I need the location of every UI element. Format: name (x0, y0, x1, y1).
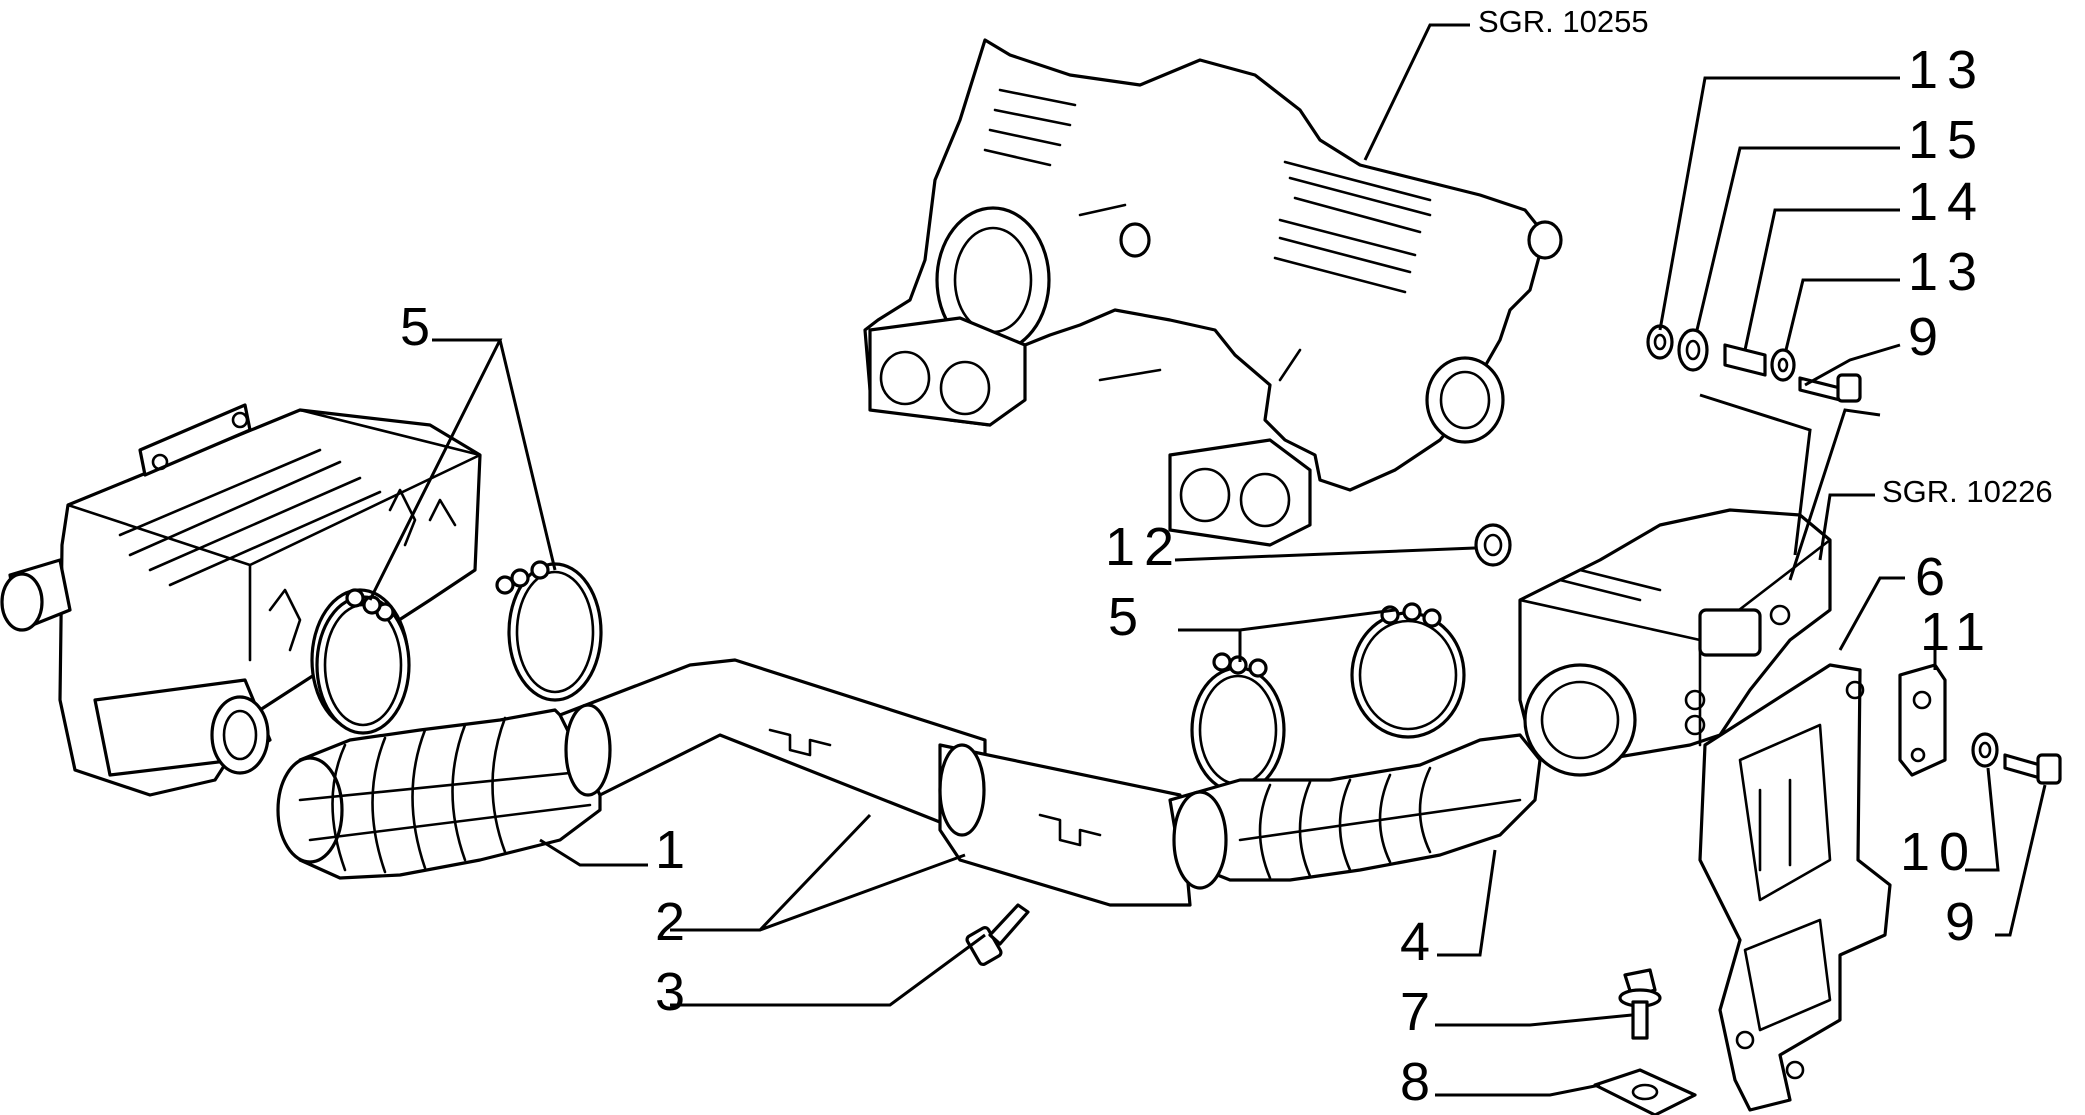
hose-clamp-2 (495, 560, 603, 702)
bolt-lower (965, 903, 1030, 966)
callout-10: 10 (1900, 822, 1978, 882)
bushing-stack (1646, 324, 1862, 403)
washer (1971, 732, 1999, 768)
callout-2: 2 (655, 892, 694, 952)
callout-8: 8 (1400, 1052, 1439, 1112)
leader-lines (368, 23, 2047, 1097)
callout-9-bottom: 9 (1945, 892, 1984, 952)
intake-manifold (863, 38, 1563, 547)
mounting-bracket (1698, 663, 1892, 1112)
callout-14: 14 (1908, 172, 1986, 232)
nut-plate (1593, 1068, 1697, 1115)
callout-7: 7 (1400, 982, 1439, 1042)
hose-clamp-3 (1190, 652, 1286, 794)
callout-9-top: 9 (1908, 307, 1947, 367)
callout-13-bottom: 13 (1908, 242, 1986, 302)
callout-3: 3 (655, 962, 694, 1022)
bolt-right (2003, 753, 2062, 785)
callout-labels: SGR. 10255 SGR. 10226 13 15 14 13 9 5 12… (400, 4, 2053, 1112)
callout-12: 12 (1105, 517, 1183, 577)
air-flow-meter (1518, 508, 1832, 777)
callout-5-left: 5 (400, 297, 439, 357)
callout-4: 4 (1400, 912, 1439, 972)
nut (1474, 523, 1512, 567)
callout-1: 1 (655, 820, 694, 880)
callout-13-top: 13 (1908, 40, 1986, 100)
callout-15: 15 (1908, 110, 1986, 170)
callout-5-right: 5 (1108, 587, 1147, 647)
sgr-reference-top: SGR. 10255 (1478, 4, 1649, 39)
clip-plate (1898, 663, 1947, 777)
duct-assembly (276, 658, 1542, 907)
callout-6: 6 (1915, 547, 1954, 607)
hose-clamp-4 (1350, 602, 1466, 739)
callout-11: 11 (1920, 602, 1994, 662)
sgr-reference-right: SGR. 10226 (1882, 474, 2053, 509)
hose-clamp-1 (315, 588, 411, 735)
flange-bolt (1618, 968, 1662, 1040)
